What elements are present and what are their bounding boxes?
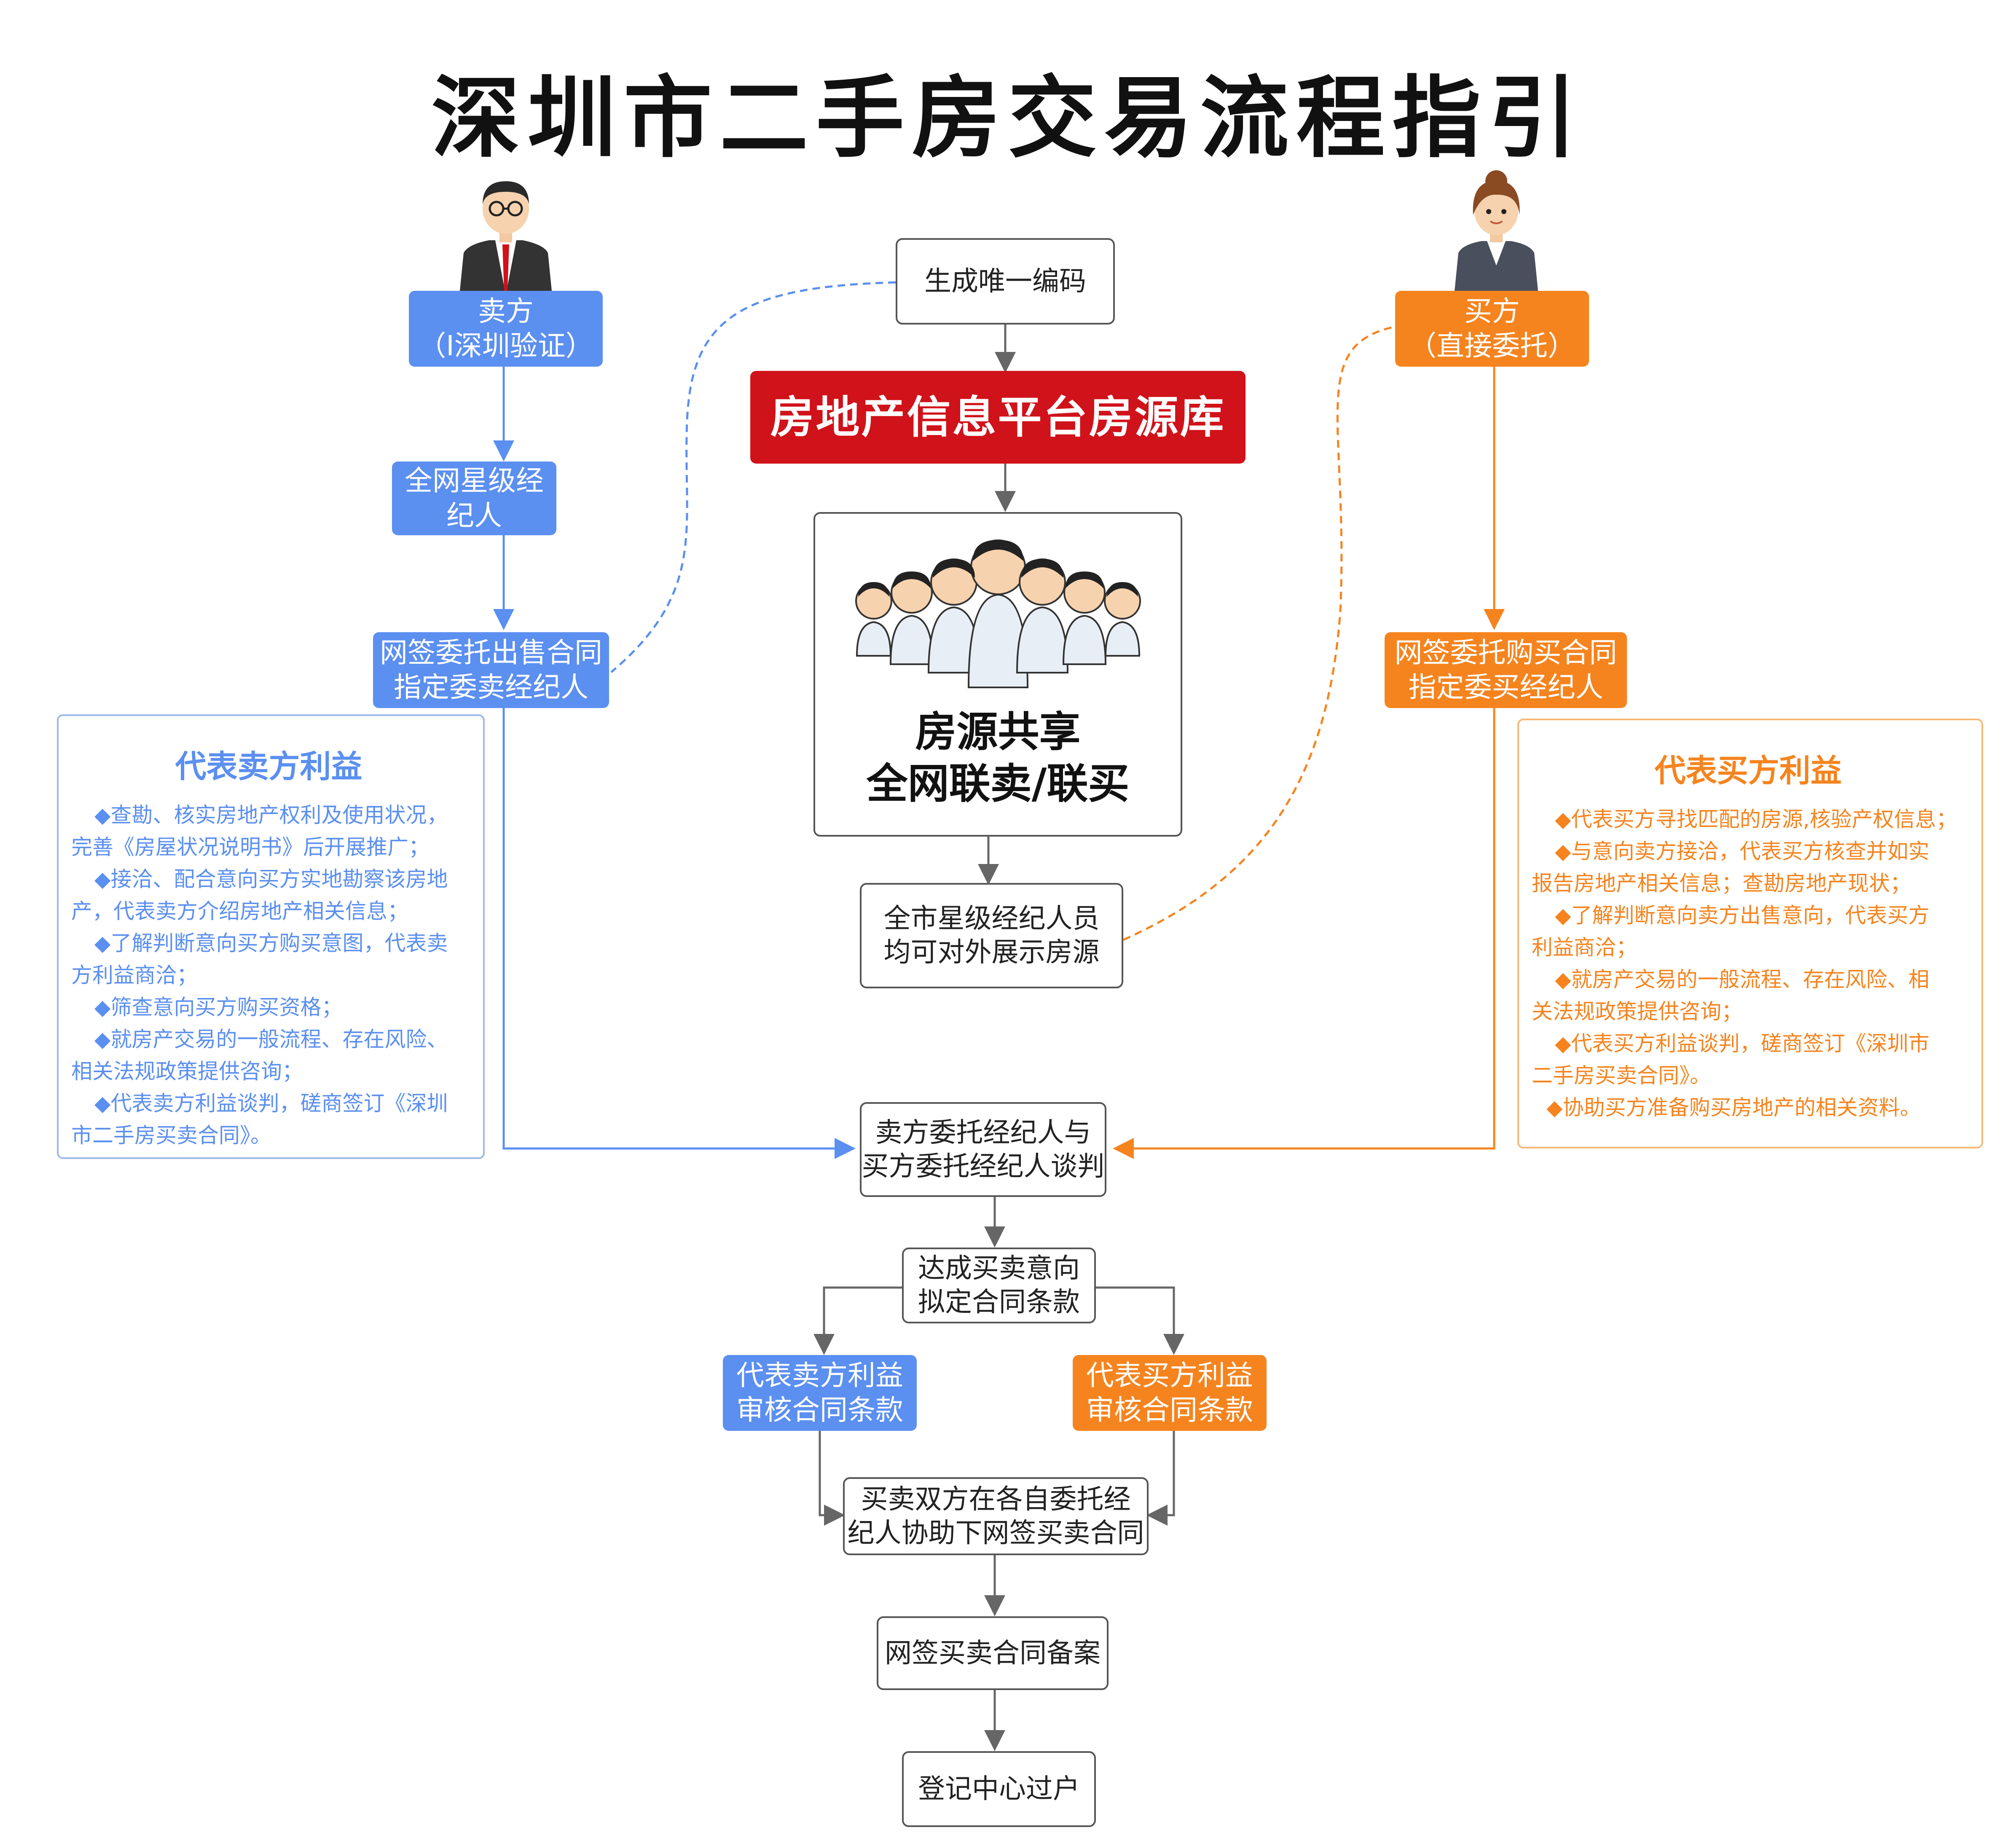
seller-label-line1: 卖方 xyxy=(478,295,534,327)
seller-interest-item: ◆筛查意向买方购买资格； xyxy=(94,995,343,1020)
arrow-intent-review-buyer xyxy=(1096,1286,1184,1355)
dashed-display-buyer xyxy=(1122,325,1396,941)
review-seller-box: 代表卖方利益 审核合同条款 xyxy=(723,1355,917,1431)
seller-interest-item: ◆接洽、配合意向买方实地勘察该房地 xyxy=(94,867,448,891)
seller-step-broker-text: 全网星级经纪人 xyxy=(405,464,544,532)
transfer-text: 登记中心过户 xyxy=(918,1774,1080,1805)
buyer-interest-item: 关法规政策提供咨询； xyxy=(1532,999,1742,1024)
unique-code-text: 生成唯一编码 xyxy=(924,266,1086,297)
seller-step-broker: 全网星级经纪人 xyxy=(392,462,556,535)
sign-line2: 纪人协助下网签买卖合同 xyxy=(847,1517,1144,1549)
buyer-interest-item: ◆与意向卖方接洽，代表买方核查并如实 xyxy=(1555,839,1930,864)
share-box: 房源共享 全网联卖/联买 xyxy=(813,512,1182,837)
arrow-review-seller-sign xyxy=(819,1431,845,1526)
seller-interest-item: 产，代表卖方介绍房地产相关信息； xyxy=(71,899,408,923)
arrow-intent-review-seller xyxy=(813,1286,902,1355)
seller-step-contract-line1: 网签委托出售合同 xyxy=(380,636,602,669)
negotiate-line2: 买方委托经纪人谈判 xyxy=(862,1151,1105,1182)
seller-label: 卖方 （I深圳验证） xyxy=(409,291,603,367)
seller-avatar-icon xyxy=(459,181,552,295)
seller-interest-item: ◆了解判断意向买方购买意图，代表卖 xyxy=(94,931,448,955)
intent-line2: 拟定合同条款 xyxy=(918,1287,1080,1318)
dashed-seller-code xyxy=(610,281,896,673)
transfer-box: 登记中心过户 xyxy=(902,1751,1096,1827)
platform-text: 房地产信息平台房源库 xyxy=(770,392,1226,443)
record-box: 网签买卖合同备案 xyxy=(877,1616,1109,1690)
seller-interest-title: 代表卖方利益 xyxy=(175,749,362,785)
review-buyer-box: 代表买方利益 审核合同条款 xyxy=(1073,1355,1267,1431)
seller-label-line2: （I深圳验证） xyxy=(418,330,593,362)
record-text: 网签买卖合同备案 xyxy=(885,1637,1101,1669)
buyer-interest-item: 报告房地产相关信息；查勘房地产现状； xyxy=(1532,871,1911,896)
sign-line1: 买卖双方在各自委托经 xyxy=(861,1484,1131,1515)
platform-box: 房地产信息平台房源库 xyxy=(750,371,1246,464)
seller-interest-item: 市二手房买卖合同》。 xyxy=(71,1123,271,1148)
buyer-interest-item: ◆代表买方利益谈判，磋商签订《深圳市 xyxy=(1555,1031,1930,1056)
brokers-group-icon xyxy=(855,539,1141,688)
intent-line1: 达成买卖意向 xyxy=(918,1253,1080,1284)
seller-interest-item: 相关法规政策提供咨询； xyxy=(71,1059,303,1084)
review-seller-line1: 代表卖方利益 xyxy=(736,1359,903,1392)
negotiate-line1: 卖方委托经纪人与 xyxy=(875,1117,1091,1148)
review-seller-line2: 审核合同条款 xyxy=(736,1394,903,1426)
seller-interest-item: 方利益商洽； xyxy=(71,963,198,987)
seller-step-contract-line2: 指定委卖经纪人 xyxy=(394,671,588,703)
display-box: 全市星级经纪人员 均可对外展示房源 xyxy=(860,883,1123,988)
buyer-interest-item: ◆代表买方寻找匹配的房源,核验产权信息； xyxy=(1555,807,1957,832)
buyer-step-contract: 网签委托购买合同 指定委买经纪人 xyxy=(1385,632,1627,708)
arrow-seller-negotiate xyxy=(502,708,856,1159)
share-line1: 房源共享 xyxy=(915,708,1081,756)
buyer-step-contract-line1: 网签委托购买合同 xyxy=(1394,636,1617,669)
review-buyer-line2: 审核合同条款 xyxy=(1086,1394,1253,1426)
share-line2: 全网联卖/联买 xyxy=(866,759,1130,808)
display-line1: 全市星级经纪人员 xyxy=(883,903,1100,934)
buyer-label-line2: （直接委托） xyxy=(1409,330,1576,362)
sign-box: 买卖双方在各自委托经 纪人协助下网签买卖合同 xyxy=(843,1477,1149,1555)
buyer-avatar-icon xyxy=(1454,170,1538,295)
seller-interest-item: ◆代表卖方利益谈判，磋商签订《深圳 xyxy=(94,1091,448,1116)
buyer-interest-panel: 代表买方利益 ◆代表买方寻找匹配的房源,核验产权信息； ◆与意向卖方接洽，代表买… xyxy=(1517,719,1983,1148)
arrow-buyer-negotiate xyxy=(1113,708,1495,1159)
buyer-interest-title: 代表买方利益 xyxy=(1654,753,1842,789)
arrow-review-buyer-sign xyxy=(1146,1431,1175,1526)
buyer-interest-item: 二手房买卖合同》。 xyxy=(1532,1063,1711,1088)
buyer-interest-item: ◆就房产交易的一般流程、存在风险、相 xyxy=(1555,967,1930,992)
seller-interest-item: ◆就房产交易的一般流程、存在风险、 xyxy=(94,1027,448,1052)
seller-step-contract: 网签委托出售合同 指定委卖经纪人 xyxy=(373,632,609,708)
unique-code-box: 生成唯一编码 xyxy=(896,238,1115,325)
seller-interest-panel: 代表卖方利益 ◆查勘、核实房地产权利及使用状况， 完善《房屋状况说明书》后开展推… xyxy=(57,714,485,1159)
seller-interest-item: ◆查勘、核实房地产权利及使用状况， xyxy=(94,803,448,827)
page-title: 深圳市二手房交易流程指引 xyxy=(431,67,1585,170)
seller-interest-item: 完善《房屋状况说明书》后开展推广； xyxy=(71,835,430,859)
buyer-step-contract-line2: 指定委买经纪人 xyxy=(1408,671,1603,703)
display-line2: 均可对外展示房源 xyxy=(883,937,1100,968)
buyer-label-line1: 买方 xyxy=(1464,295,1520,327)
review-buyer-line1: 代表买方利益 xyxy=(1086,1359,1253,1392)
buyer-interest-item: ◆了解判断意向卖方出售意向，代表买方 xyxy=(1555,903,1930,928)
buyer-interest-item: 利益商洽； xyxy=(1532,935,1637,960)
buyer-interest-item: ◆协助买方准备购买房地产的相关资料。 xyxy=(1546,1095,1921,1120)
intent-box: 达成买卖意向 拟定合同条款 xyxy=(902,1248,1096,1323)
buyer-label: 买方 （直接委托） xyxy=(1395,291,1589,367)
negotiate-box: 卖方委托经纪人与 买方委托经纪人谈判 xyxy=(860,1102,1106,1197)
